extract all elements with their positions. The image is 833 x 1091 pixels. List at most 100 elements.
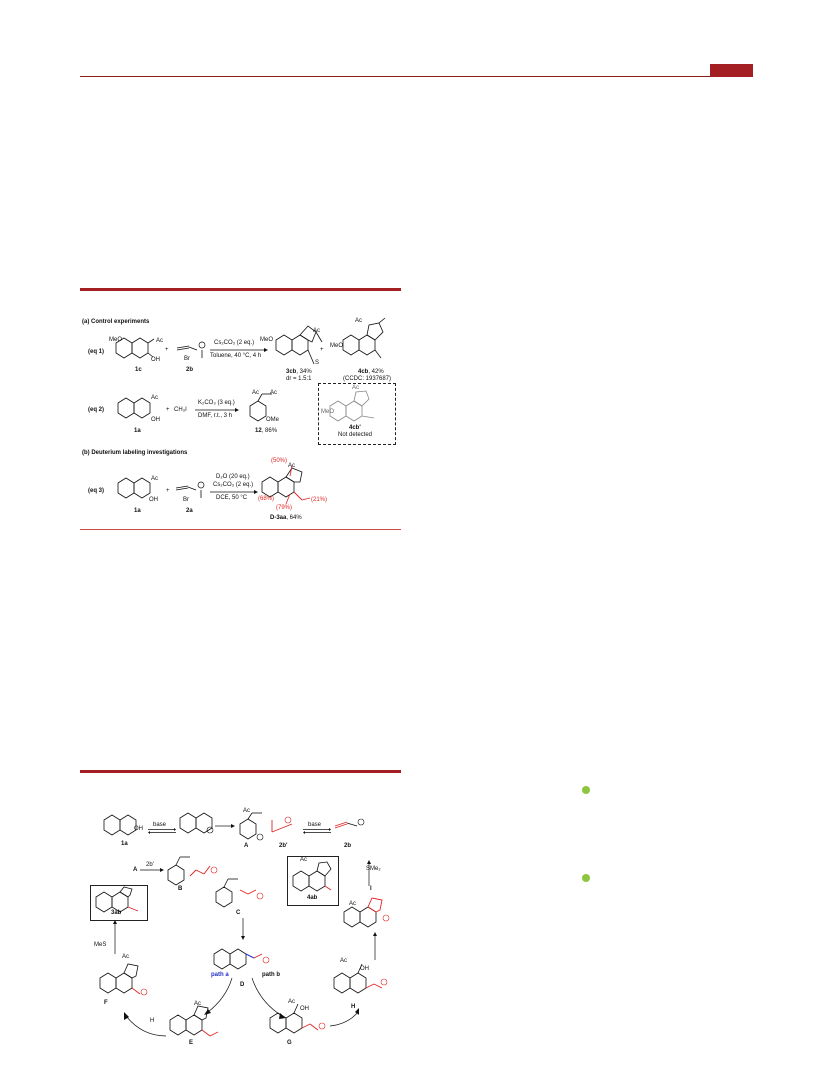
mech-base2: base <box>308 822 322 828</box>
not-detected-box <box>318 383 396 445</box>
eq3-conditions-3: DCE, 50 °C <box>216 495 248 501</box>
mech-H-label: H <box>351 1004 356 1010</box>
eq1-reactant2-structure <box>176 341 206 358</box>
mech-smes: SMe₂ <box>366 866 381 872</box>
eq1-oh: OH <box>151 357 160 363</box>
eq3-label-50: (50%) <box>271 458 288 464</box>
eq1-product2-label-row: 4cb, 42% <box>358 369 384 375</box>
eq3-product-yield: , 64% <box>286 515 302 521</box>
mech-step-reagent: 2b' <box>146 862 154 868</box>
scheme2-top-rule <box>80 770 401 773</box>
mech-path-a: path a <box>211 972 229 978</box>
mech-C-label: C <box>236 910 241 916</box>
mech-C-structure <box>215 878 264 908</box>
eq1-label: (eq 1) <box>88 349 105 355</box>
mech-intermediate-structure <box>179 812 214 834</box>
header-rule <box>80 76 753 77</box>
eq3-reactant2-structure <box>175 481 205 498</box>
eq1-reactant1-structure <box>115 337 155 359</box>
mech-arrow-H-to-I <box>373 932 377 960</box>
mech-1a-label: 1a <box>121 841 128 847</box>
eq3-product-ac: Ac <box>288 463 296 469</box>
scheme1-top-rule <box>80 288 401 291</box>
mech-arrow-G-to-H <box>329 1008 359 1027</box>
mech-B-structure <box>167 856 218 886</box>
mech-2bprime-structure <box>271 816 293 833</box>
eq3-product-label: D-3aa <box>270 515 287 521</box>
mech-A-structure <box>239 812 264 841</box>
eq3-label-68: (68%) <box>258 496 275 502</box>
eq3-product-structure <box>261 465 311 505</box>
mech-arrow-C-to-D <box>241 918 245 940</box>
badge-icon <box>582 786 590 794</box>
eq3-ac: Ac <box>151 476 159 482</box>
badge-icon <box>582 874 590 882</box>
eq2-product-ac1: Ac <box>252 390 260 396</box>
eq2-conditions-2: DMF, r.t., 3 h <box>198 413 233 419</box>
box-ac: Ac <box>352 385 360 391</box>
eq2-product-structure <box>249 393 272 422</box>
mech-mes: MeS <box>94 942 107 948</box>
eq3-product-label-row: D-3aa, 64% <box>270 515 302 521</box>
eq2-reagent: CH₃I <box>174 407 187 413</box>
mech-arrow-E-to-F <box>124 1012 167 1037</box>
eq2-reactant1-label: 1a <box>134 428 141 434</box>
mech-arrow-to-A <box>215 824 235 828</box>
mech-E-structure <box>169 1005 219 1037</box>
eq1-reactant1-label: 1c <box>135 367 142 373</box>
eq3-arrow <box>210 490 258 494</box>
eq3-oh: OH <box>149 497 158 503</box>
mech-E-label: E <box>189 1040 194 1046</box>
mech-A-ac: Ac <box>243 808 251 814</box>
eq1-meo: MeO <box>109 337 123 343</box>
eq1-product2-yield: , 42% <box>368 369 384 375</box>
mech-path-b: path b <box>262 972 280 978</box>
eq1-plus: + <box>165 347 169 353</box>
product-4ab-box <box>287 856 339 906</box>
mech-H-structure <box>333 963 388 994</box>
section-a-header: (a) Control experiments <box>82 319 150 325</box>
eq1-product1-yield: , 34% <box>296 369 312 375</box>
eq1-ac: Ac <box>156 338 164 344</box>
mech-arrow-F-to-3ab <box>113 920 117 954</box>
mech-2bprime-label: 2b' <box>279 843 288 849</box>
eq1-conditions-2: Toluene, 40 °C, 4 h <box>210 353 262 359</box>
eq1-product1-ac: Ac <box>313 328 321 334</box>
mech-E-ac: Ac <box>194 1001 202 1007</box>
eq2-product-ac2: Ac <box>270 390 278 396</box>
eq2-conditions-1: K₂CO₃ (3 eq.) <box>198 400 235 406</box>
eq1-product2-label: 4cb <box>358 369 369 375</box>
eq1-conditions-1: Cs₂CO₃ (2 eq.) <box>214 340 255 346</box>
eq3-conditions-2: Cs₂CO₃ (2 eq.) <box>213 482 254 488</box>
page-badge <box>710 64 753 77</box>
eq1-reactant2-label: 2b <box>186 367 194 373</box>
eq1-product1-meo: MeO <box>260 337 274 343</box>
box-status: Not detected <box>338 432 373 438</box>
eq2-arrow <box>195 408 239 412</box>
scheme1-bottom-rule <box>80 529 401 530</box>
mech-eq-arrow-2 <box>303 828 331 834</box>
product-3ab-structure <box>95 886 139 913</box>
eq1-product1-label-row: 3cb, 34% <box>286 369 312 375</box>
eq2-plus: + <box>166 407 170 413</box>
mech-arrow-I-to-4ab <box>367 860 371 886</box>
eq3-label-79: (79%) <box>276 505 293 511</box>
eq1-br: Br <box>184 356 190 362</box>
eq2-oh: OH <box>151 417 160 423</box>
mech-G-oh: OH <box>300 1006 309 1012</box>
mech-h-plus: H <box>150 1018 155 1024</box>
mech-eq-arrow-1 <box>148 828 176 834</box>
eq1-product2-structure <box>342 317 386 359</box>
eq3-conditions-1: D₂O (20 eq.) <box>216 474 250 480</box>
eq3-reactant1-label: 1a <box>134 508 141 514</box>
mech-D-structure <box>213 948 270 970</box>
mech-base1: base <box>153 822 167 828</box>
eq1-product1-s: S <box>315 360 320 366</box>
mech-D-label: D <box>240 982 245 988</box>
product-4ab-label: 4ab <box>307 895 318 901</box>
mech-arrow-to-B <box>140 868 164 872</box>
eq3-label-21: (21%) <box>311 497 328 503</box>
eq3-reactant1-structure <box>117 477 151 499</box>
mech-G-label: G <box>287 1040 292 1046</box>
product-3ab-box <box>90 885 148 921</box>
